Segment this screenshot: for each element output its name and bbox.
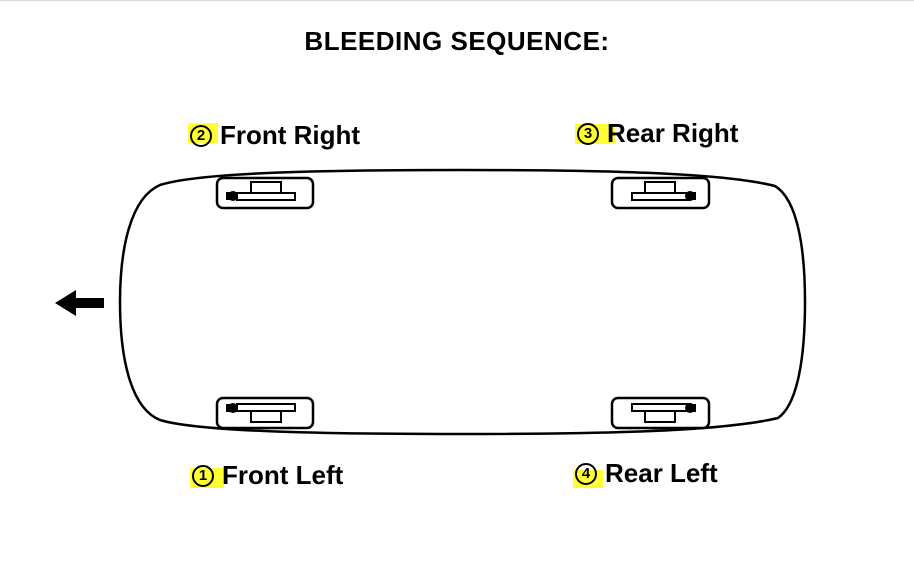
label-front-right: 2 Front Right xyxy=(188,120,361,151)
car-body-outline xyxy=(118,168,807,436)
wheel-label-front-right: Front Right xyxy=(220,120,361,150)
diagram-title: BLEEDING SEQUENCE: xyxy=(304,26,610,56)
wheel-label-front-left: Front Left xyxy=(222,460,344,490)
wheel-front-left xyxy=(215,396,315,430)
sequence-number-4: 4 xyxy=(575,462,597,485)
sequence-number-1: 1 xyxy=(192,464,214,487)
top-divider xyxy=(0,0,914,1)
wheel-label-rear-right: Rear Right xyxy=(607,118,739,148)
sequence-number-2: 2 xyxy=(190,124,212,147)
wheel-front-right xyxy=(215,176,315,210)
label-rear-left: 4 Rear Left xyxy=(573,458,718,489)
wheel-label-rear-left: Rear Left xyxy=(605,458,718,488)
wheel-rear-right xyxy=(610,176,711,210)
label-front-left: 1 Front Left xyxy=(190,460,344,491)
label-rear-right: 3 Rear Right xyxy=(575,118,739,149)
wheel-rear-left xyxy=(610,396,711,430)
arrow-left-icon xyxy=(55,290,104,316)
sequence-number-3: 3 xyxy=(577,122,599,145)
